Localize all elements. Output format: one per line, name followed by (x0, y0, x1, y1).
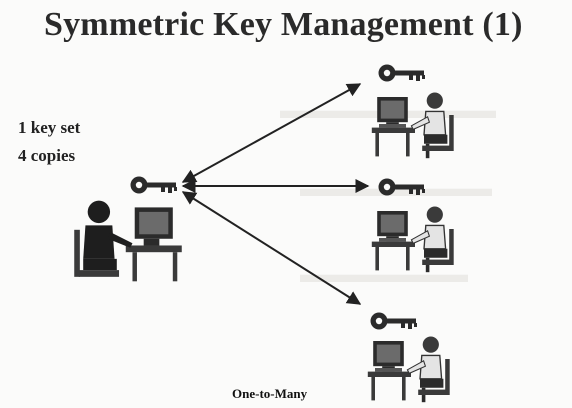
arrow-to-user-1 (181, 83, 362, 183)
copies-label: 4 copies (18, 146, 76, 165)
recipient-workstation-1 (371, 91, 455, 159)
page-title: Symmetric Key Management (1) (44, 6, 523, 43)
recipient-workstation-2 (371, 205, 455, 273)
arrow-to-user-3 (181, 191, 362, 305)
diagram-caption: One-to-Many (232, 386, 308, 401)
recipient-workstation-3 (367, 335, 451, 403)
key-icon (370, 312, 417, 330)
hub-user-workstation (74, 200, 182, 282)
key-icon (130, 176, 177, 194)
key-icon (378, 178, 425, 196)
key-set-label: 1 key set (18, 118, 81, 137)
key-icon (378, 64, 425, 82)
